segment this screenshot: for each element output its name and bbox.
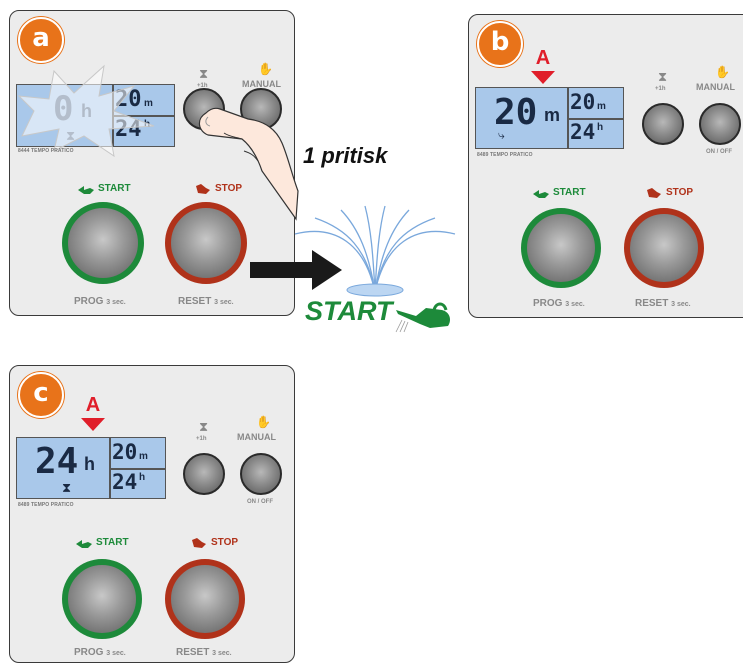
marker-a-arrow-icon <box>81 418 105 431</box>
watering-can-icon <box>647 188 661 198</box>
start-label: START <box>553 187 586 198</box>
lcd-bottom-unit: h <box>139 472 146 483</box>
marker-a-label: A <box>535 47 551 69</box>
lcd-big-value: 24 <box>35 441 79 482</box>
watering-can-icon <box>533 190 549 198</box>
flash-burst-icon <box>17 64 155 158</box>
watering-can-icon <box>78 186 94 194</box>
lcd-top-unit: m <box>144 98 153 109</box>
hourglass-icon: ⧗ <box>658 69 668 84</box>
hand-icon: ✋ <box>715 65 730 79</box>
manual-button[interactable] <box>699 103 741 145</box>
lcd-top-unit: m <box>597 101 606 112</box>
reset-label: RESET 3 sec. <box>176 647 232 658</box>
hour-button[interactable] <box>642 103 684 145</box>
prog-label: PROG 3 sec. <box>533 298 585 309</box>
hourglass-icon: ⧗ <box>199 66 209 81</box>
hour-button-label: +1h <box>196 436 207 442</box>
hour-button[interactable] <box>183 453 225 495</box>
lcd-top-value: 20 <box>570 90 596 114</box>
prog-label: PROG 3 sec. <box>74 647 126 658</box>
hourglass-icon: ⧗ <box>62 480 72 495</box>
lcd-display: 20 m ⤷ 20 m 24 h <box>475 87 624 149</box>
sprinkler-spray-icon <box>294 205 456 297</box>
lcd-bottom-unit: h <box>597 122 604 133</box>
prog-label: PROG 3 sec. <box>74 296 126 307</box>
model-label: 8444 TEMPO PRATICO <box>18 148 74 154</box>
start-button[interactable] <box>521 208 601 288</box>
watering-can-icon <box>395 302 450 333</box>
watering-can-icon <box>76 540 92 548</box>
manual-label: MANUAL <box>696 82 735 92</box>
lcd-top-unit: m <box>139 451 148 462</box>
step-badge-a: a <box>18 17 64 63</box>
lcd-bottom-value: 24 <box>570 120 596 144</box>
stop-label: STOP <box>215 183 243 194</box>
onoff-label: ON / OFF <box>706 149 732 155</box>
lcd-bottom-value: 24 <box>112 470 138 494</box>
finger-press-icon <box>198 107 299 221</box>
marker-a-label: A <box>85 394 101 416</box>
step-badge-b: b <box>477 21 523 67</box>
marker-a-arrow-icon <box>531 71 555 84</box>
hourglass-icon: ⧗ <box>199 419 209 434</box>
hour-button-label: +1h <box>197 83 208 89</box>
manual-label: MANUAL <box>237 432 276 442</box>
model-label: 8489 TEMPO PRATICO <box>18 502 74 508</box>
reset-label: RESET 3 sec. <box>635 298 691 309</box>
hand-icon: ✋ <box>256 415 271 429</box>
lcd-big-unit: h <box>84 454 95 474</box>
hour-button-label: +1h <box>655 86 666 92</box>
panel-c: c A 24 h ⧗ 20 m 24 h 8489 TEMPO PRATICO … <box>9 365 295 663</box>
stop-label: STOP <box>666 187 694 198</box>
stop-button[interactable] <box>624 208 704 288</box>
panel-b: b A 20 m ⤷ 20 m 24 h 8489 TEMPO PRATICO … <box>468 14 743 318</box>
start-button[interactable] <box>62 559 142 639</box>
press-instruction: 1 pritisk <box>303 143 388 168</box>
watering-can-icon <box>196 184 210 194</box>
lcd-big-value: 20 <box>494 92 538 133</box>
hand-icon: ✋ <box>258 62 273 76</box>
lcd-top-value: 20 <box>112 440 138 464</box>
model-label: 8489 TEMPO PRATICO <box>477 152 533 158</box>
lcd-display: 24 h ⧗ 20 m 24 h <box>16 437 166 499</box>
lcd-big-unit: m <box>544 105 561 125</box>
stop-label: STOP <box>211 537 239 548</box>
reset-label: RESET 3 sec. <box>178 296 234 307</box>
onoff-label: ON / OFF <box>247 499 273 505</box>
start-label: START <box>96 537 129 548</box>
start-result-label: START <box>305 296 393 326</box>
start-label: START <box>98 183 131 194</box>
panel-a: a 0 h 20 m 24 h ⧗ 8444 TEMPO PRATICO ⧗ +… <box>9 10 299 316</box>
stop-button[interactable] <box>165 202 247 284</box>
start-button[interactable] <box>62 202 144 284</box>
arrow-icon <box>250 250 342 290</box>
stop-button[interactable] <box>165 559 245 639</box>
manual-label: MANUAL <box>242 79 281 89</box>
manual-button[interactable] <box>240 453 282 495</box>
watering-can-icon <box>192 538 206 548</box>
sprinkler-icon: ⤷ <box>498 128 505 142</box>
step-badge-c: c <box>18 372 64 418</box>
